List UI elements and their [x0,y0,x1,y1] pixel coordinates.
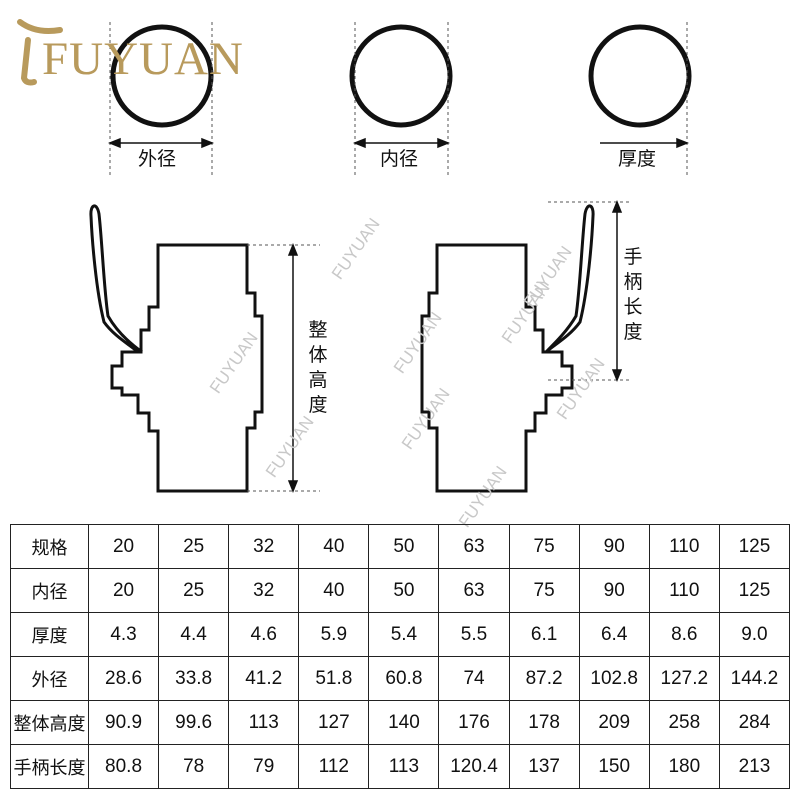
row-header: 整体高度 [10,700,89,745]
table-cell: 28.6 [87,656,160,701]
table-cell: 99.6 [158,700,230,745]
left-valve-outline [89,204,264,493]
table-cell: 144.2 [718,656,791,701]
table-cell: 40 [298,524,370,569]
height-dimension [247,242,320,494]
table-cell: 4.6 [228,612,300,657]
diagram-drawing [17,19,692,494]
table-cell: 50 [368,524,440,569]
table-cell: 8.6 [648,612,720,657]
table-cell: 90 [578,524,650,569]
row-header: 外径 [10,656,89,701]
ring-guides [109,22,688,178]
table-cell: 258 [648,700,720,745]
table-cell: 284 [718,700,791,745]
table-cell: 78 [158,744,230,789]
table-cell: 213 [718,744,791,789]
table-cell: 209 [578,700,650,745]
table-cell: 90.9 [87,700,160,745]
handle-length-dimension [548,199,632,383]
table-cell: 180 [648,744,720,789]
row-header: 规格 [10,524,89,569]
table-cell: 63 [438,524,510,569]
table-cell: 25 [158,524,230,569]
table-cell: 32 [228,568,300,613]
table-cell: 75 [508,524,580,569]
table-cell: 120.4 [438,744,510,789]
inner-diameter-label: 内径 [376,150,423,169]
table-cell: 63 [438,568,510,613]
table-cell: 5.5 [438,612,510,657]
thickness-label: 厚度 [614,150,661,169]
table-cell: 127 [298,700,370,745]
table-cell: 9.0 [718,612,791,657]
table-cell: 32 [228,524,300,569]
overall-height-label: 整体高度 [308,319,328,416]
table-cell: 4.3 [87,612,160,657]
ring-dimension-arrows [107,137,690,149]
table-cell: 102.8 [578,656,650,701]
table-cell: 60.8 [368,656,440,701]
table-cell: 20 [87,524,160,569]
table-cell: 6.4 [578,612,650,657]
table-cell: 40 [298,568,370,613]
table-cell: 140 [368,700,440,745]
table-cell: 6.1 [508,612,580,657]
table-cell: 75 [508,568,580,613]
table-cell: 178 [508,700,580,745]
valve-dimension-diagram: FUYUAN 外径 内径 厚度 整体高度 手柄长度 FUYUAN FUYUAN … [17,19,692,531]
logo-mark-icon [17,19,63,86]
row-header: 手柄长度 [10,744,89,789]
table-cell: 5.9 [298,612,370,657]
row-header: 厚度 [10,612,89,657]
table-cell: 127.2 [648,656,720,701]
handle-length-label: 手柄长度 [623,246,643,343]
table-cell: 25 [158,568,230,613]
table-cell: 74 [438,656,510,701]
table-cell: 50 [368,568,440,613]
table-cell: 33.8 [158,656,230,701]
table-cell: 113 [228,700,300,745]
table-cell: 110 [648,524,720,569]
table-cell: 41.2 [228,656,300,701]
table-cell: 79 [228,744,300,789]
table-cell: 110 [648,568,720,613]
table-cell: 150 [578,744,650,789]
outer-diameter-ring [110,24,214,128]
table-cell: 176 [438,700,510,745]
table-cell: 137 [508,744,580,789]
right-valve-outline [420,204,595,493]
table-cell: 4.4 [158,612,230,657]
table-cell: 51.8 [298,656,370,701]
thickness-ring [588,24,692,128]
inner-diameter-ring [349,24,453,128]
table-cell: 113 [368,744,440,789]
table-cell: 80.8 [87,744,160,789]
table-cell: 125 [718,524,791,569]
outer-diameter-label: 外径 [134,150,181,169]
table-cell: 90 [578,568,650,613]
table-cell: 5.4 [368,612,440,657]
brand-logo: FUYUAN [42,33,244,85]
row-header: 内径 [10,568,89,613]
table-cell: 125 [718,568,791,613]
table-cell: 20 [87,568,160,613]
table-cell: 87.2 [508,656,580,701]
table-cell: 112 [298,744,370,789]
